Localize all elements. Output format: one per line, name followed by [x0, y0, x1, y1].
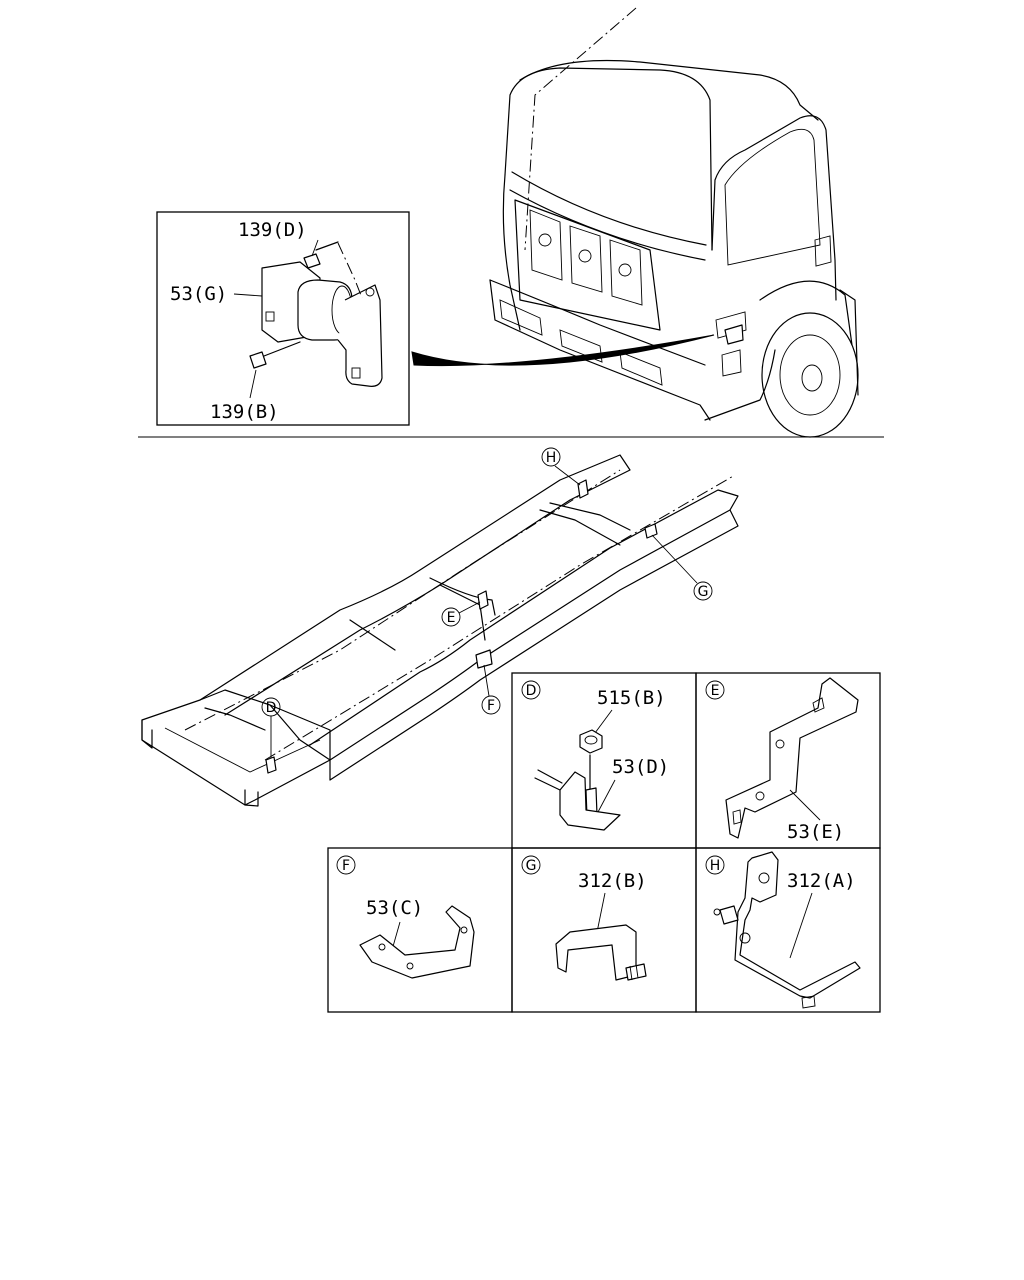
detail-h-marker: H: [710, 858, 721, 874]
label-53c: 53(C): [366, 897, 423, 919]
detail-f: F 53(C): [336, 855, 475, 979]
cab-bracket-53g: [249, 241, 383, 387]
chassis-frame-illustration: [141, 454, 739, 807]
label-53e: 53(E): [787, 821, 844, 843]
frame-marker-d: D: [261, 697, 281, 758]
truck-cab-illustration: [489, 7, 859, 438]
label-312b: 312(B): [578, 870, 647, 892]
detail-grid: [327, 672, 881, 1013]
detail-g-marker: G: [526, 858, 537, 874]
detail-d-marker: D: [526, 683, 537, 699]
cab-leader-arrow: [411, 334, 715, 367]
svg-text:G: G: [698, 584, 709, 600]
label-139b: 139(B): [210, 401, 279, 423]
detail-h: H 312(A): [705, 851, 861, 1009]
svg-text:D: D: [266, 700, 277, 716]
label-53g: 53(G): [170, 283, 227, 305]
detail-e: E 53(E): [705, 677, 859, 843]
frame-marker-h: H: [541, 447, 581, 486]
label-139d: 139(D): [238, 219, 307, 241]
svg-text:H: H: [546, 450, 557, 466]
frame-marker-g: G: [651, 534, 713, 601]
detail-e-marker: E: [711, 683, 720, 699]
frame-marker-e: E: [441, 601, 481, 627]
label-515b: 515(B): [597, 687, 666, 709]
detail-g: G 312(B): [521, 855, 647, 981]
label-312a: 312(A): [787, 870, 856, 892]
svg-text:E: E: [447, 610, 456, 626]
label-53d: 53(D): [612, 756, 669, 778]
detail-f-marker: F: [342, 858, 350, 874]
cab-detail-box: [156, 211, 410, 426]
svg-text:F: F: [487, 698, 495, 714]
frame-marker-f: F: [481, 664, 501, 715]
detail-d: D 515(B) 53(D): [521, 680, 669, 831]
